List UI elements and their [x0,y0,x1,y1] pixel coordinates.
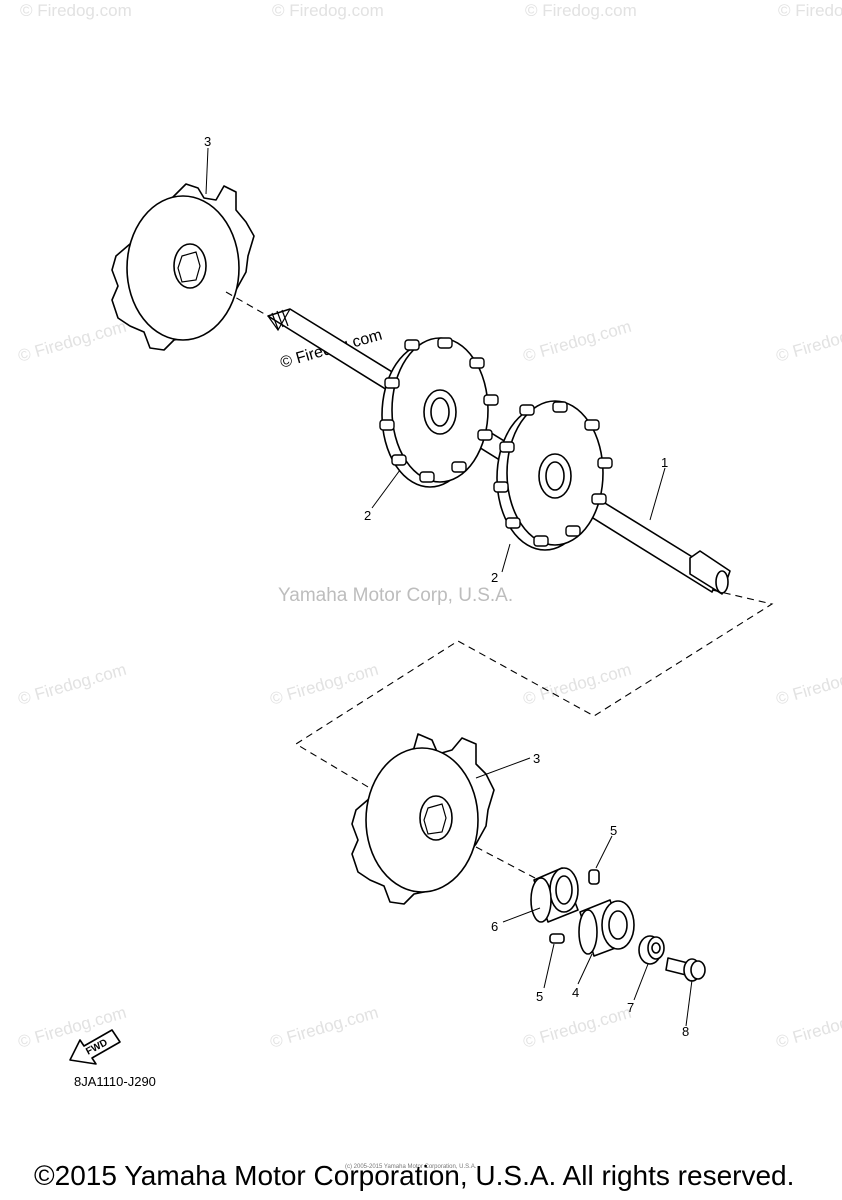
watermark-text: © Firedog.com [20,1,132,20]
tiny-copyright-notice: (c) 2005-2015 Yamaha Motor Corporation, … [345,1164,477,1170]
set-screw-upper [588,869,600,885]
watermark-text: © Firedog.com [521,317,634,366]
callout-7: 7 [627,1000,634,1015]
bearing-collar [530,867,579,923]
drive-shaft [267,308,731,595]
watermark-text: © Firedog.com [521,1003,634,1052]
connector-line [225,291,269,317]
sprocket-left [379,337,499,488]
watermark-text: © Firedog.com [774,317,842,366]
watermark-text: © Firedog.com [774,1003,842,1052]
callout-4: 4 [572,985,579,1000]
callout-3: 3 [533,751,540,766]
watermark-text: © Firedog.com [525,1,637,20]
callout-5: 5 [610,823,617,838]
diagram-reference-code: 8JA1110-J290 [74,1074,156,1089]
copyright-footer: ©2015 Yamaha Motor Corporation, U.S.A. A… [34,1160,795,1191]
flange-bolt [665,957,706,982]
sprocket-right [493,400,613,551]
callout-8: 8 [682,1024,689,1039]
sprocket-top [111,183,255,351]
watermark-text: © Firedog.com [16,317,129,366]
watermark-text: © Firedog.com [268,1003,381,1052]
watermark-text: © Firedog.com [774,660,842,709]
connector-line [294,589,774,807]
callout-6: 6 [491,919,498,934]
callout-2: 2 [364,508,371,523]
watermark-text: © Firedog.com [778,1,842,20]
flange-nut [638,935,665,965]
leader-lines [205,147,693,1027]
callout-3: 3 [204,134,211,149]
callout-2: 2 [491,570,498,585]
watermark-text: © Firedog.com [16,660,129,709]
bearing [578,899,635,957]
callout-1: 1 [661,455,668,470]
callout-5: 5 [536,989,543,1004]
connector-line [475,846,536,879]
sprocket-bottom [351,733,495,905]
set-screw-lower [549,933,565,944]
corp-watermark: Yamaha Motor Corp, U.S.A. [278,585,514,606]
watermark-layer: © Firedog.com © Firedog.com © Firedog.co… [16,1,842,1052]
watermark-text: © Firedog.com [268,660,381,709]
watermark-text: © Firedog.com [272,1,384,20]
